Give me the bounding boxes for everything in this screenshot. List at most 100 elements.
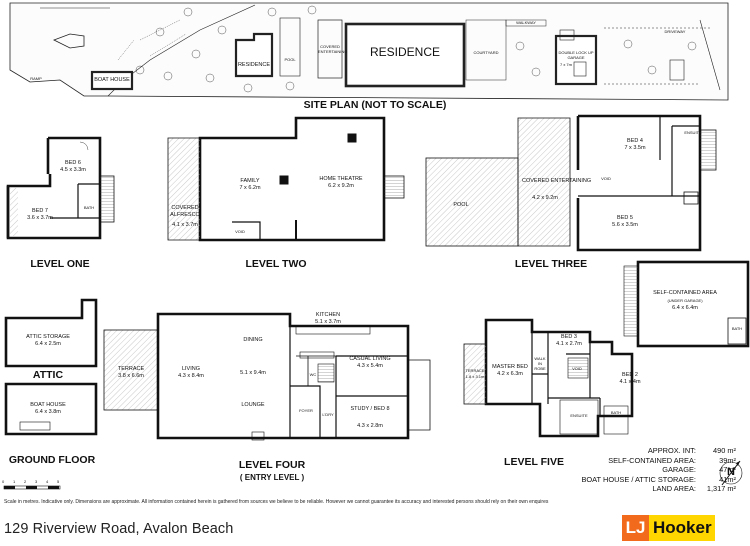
l4-kitchen-label: KITCHEN xyxy=(315,312,341,318)
l4-terrace-label: TERRACE xyxy=(117,366,145,372)
site-courtyard-label: COURTYARD xyxy=(473,50,499,55)
l3-pool-label: POOL xyxy=(453,202,469,208)
l4-dining-label: DINING xyxy=(243,337,263,343)
l4-study-label: STUDY / BED 8 xyxy=(350,406,390,412)
l3-bed5-label: BED 5 xyxy=(617,215,633,221)
l4-study-dims: 4.3 x 2.8m xyxy=(357,423,383,429)
lj-hooker-logo: LJ Hooker xyxy=(622,515,715,541)
l5-robe-label: WALK IN ROBE xyxy=(534,356,546,371)
l3-bed4-dims: 7 x 3.5m xyxy=(624,145,646,151)
self-contained-label: SELF-CONTAINED AREA xyxy=(653,290,717,296)
north-compass-icon: N xyxy=(716,455,746,494)
l1-bed6-label: BED 6 xyxy=(65,160,81,166)
l5-terrace-label: TERRACE xyxy=(465,368,485,373)
l5-bed3-dims: 4.1 x 2.7m xyxy=(556,341,582,347)
self-contained-bath-label: BATH xyxy=(731,326,743,331)
l1-bath-label: BATH xyxy=(83,205,95,210)
area-row: SELF-CONTAINED AREA: 39m² xyxy=(608,455,736,465)
l4-casual-label: CASUAL LIVING xyxy=(349,356,391,362)
l5-bed3-label: BED 3 xyxy=(561,334,577,340)
l1-bed6-dims: 4.5 x 3.3m xyxy=(60,167,86,173)
l5-terrace-dims: 1.8 x 3.1m xyxy=(465,374,485,379)
site-garage-label: DOUBLE LOCK UP GARAGE xyxy=(558,50,594,60)
l5-bed2-dims: 4.1 x 4m xyxy=(619,379,641,385)
l5-void-label: VOID xyxy=(572,366,582,371)
l3-entertaining-label: COVERED ENTERTAINING xyxy=(522,178,592,184)
l4-casual-dims: 4.3 x 5.4m xyxy=(357,363,383,369)
l1-bed7-label: BED 7 xyxy=(32,208,48,214)
ground-floor-plan xyxy=(4,382,98,436)
logo-name: Hooker xyxy=(649,515,715,541)
level-five-plan xyxy=(463,318,634,438)
area-summary: APPROX. INT: 490 m² SELF-CONTAINED AREA:… xyxy=(582,446,737,494)
ground-boathouse-dims: 6.4 x 3.8m xyxy=(35,409,61,415)
site-pool-label: POOL xyxy=(284,57,296,62)
area-row: GARAGE: 47m² xyxy=(662,465,736,474)
site-plan-title: SITE PLAN (NOT TO SCALE) xyxy=(303,99,447,111)
level-one-title: LEVEL ONE xyxy=(30,258,90,270)
ground-floor-title: GROUND FLOOR xyxy=(8,454,96,466)
level-four-subtitle: ( ENTRY LEVEL ) xyxy=(239,473,305,482)
attic-title: ATTIC xyxy=(32,369,64,381)
l2-alfresco-label: COVERED ALFRESCO xyxy=(170,205,200,218)
l2-theatre-label: HOME THEATRE xyxy=(319,176,363,182)
l4-lounge-label: LOUNGE xyxy=(241,402,265,408)
area-row: APPROX. INT: 490 m² xyxy=(647,446,736,455)
l2-family-label: FAMILY xyxy=(240,178,260,184)
self-contained-dims: 6.4 x 6.4m xyxy=(672,305,698,311)
l4-wc-label: WC xyxy=(309,372,317,377)
level-four-title: LEVEL FOUR xyxy=(238,459,306,471)
l3-bed5-dims: 5.6 x 3.5m xyxy=(612,222,638,228)
l5-bath-label: BATH xyxy=(610,410,622,415)
level-two-plan xyxy=(167,116,405,242)
l3-bed4-label: BED 4 xyxy=(627,138,643,144)
level-one-plan xyxy=(6,136,115,240)
site-walkway-label: WALKWAY xyxy=(516,20,536,25)
property-address: 129 Riverview Road, Avalon Beach xyxy=(4,521,234,537)
l5-master-dims: 4.2 x 6.3m xyxy=(497,371,523,377)
attic-storage-dims: 6.4 x 2.5m xyxy=(35,341,61,347)
l4-living-dims: 4.3 x 8.4m xyxy=(178,373,204,379)
l3-void-label: VOID xyxy=(601,176,611,181)
l2-family-dims: 7 x 6.2m xyxy=(239,185,261,191)
level-four-plan xyxy=(103,312,431,441)
scale-bar xyxy=(3,485,61,490)
level-five-title: LEVEL FIVE xyxy=(504,456,564,468)
l4-living-label: LIVING xyxy=(181,366,201,372)
l3-ensuite-label: ENSUITE xyxy=(684,130,702,135)
level-three-plan xyxy=(425,114,717,252)
level-two-title: LEVEL TWO xyxy=(245,258,307,270)
level-three-title: LEVEL THREE xyxy=(514,258,588,270)
l3-entertaining-dims: 4.2 x 9.2m xyxy=(532,195,558,201)
area-row: BOAT HOUSE / ATTIC STORAGE: 41m² xyxy=(581,474,737,484)
attic-plan xyxy=(4,298,98,368)
site-covered-entertaining-label: COVERED ENTERTAINING xyxy=(318,44,348,54)
attic-storage-label: ATTIC STORAGE xyxy=(26,334,70,340)
site-garage-dims: 7 x 7m xyxy=(559,62,572,67)
logo-mark: LJ xyxy=(622,515,649,541)
l5-master-label: MASTER BED xyxy=(492,364,528,370)
compass-letter: N xyxy=(727,466,735,478)
area-row: LAND AREA: 1,317 m² xyxy=(652,484,736,493)
site-residence-small-label: RESIDENCE xyxy=(237,62,271,68)
l4-foyer-label: FOYER xyxy=(299,408,313,413)
l4-terrace-dims: 3.8 x 6.6m xyxy=(118,373,144,379)
l4-laundry-label: L'DRY xyxy=(322,412,334,417)
l4-kitchen-dims: 5.1 x 3.7m xyxy=(315,319,341,325)
l2-alfresco-dims: 4.1 x 3.7m xyxy=(172,222,198,228)
site-driveway-label: DRIVEWAY xyxy=(664,29,686,34)
l1-bed7-dims: 3.6 x 3.7m xyxy=(27,215,53,221)
site-boat-house-label: BOAT HOUSE xyxy=(94,77,130,83)
l5-bed2-label: BED 2 xyxy=(622,372,638,378)
l2-void-label: VOID xyxy=(235,229,245,234)
l4-dining-dims: 5.1 x 9.4m xyxy=(240,370,266,376)
self-contained-subtitle: (UNDER GARAGE) xyxy=(667,298,703,303)
self-contained-plan xyxy=(623,260,750,348)
l5-ensuite-label: ENSUITE xyxy=(570,413,588,418)
disclaimer-text: Scale in metres. Indicative only. Dimens… xyxy=(4,499,549,505)
site-residence-label: RESIDENCE xyxy=(369,45,440,59)
site-plan xyxy=(9,2,729,101)
site-ramp-label: RAMP xyxy=(30,76,42,81)
l2-theatre-dims: 6.2 x 9.2m xyxy=(328,183,354,189)
